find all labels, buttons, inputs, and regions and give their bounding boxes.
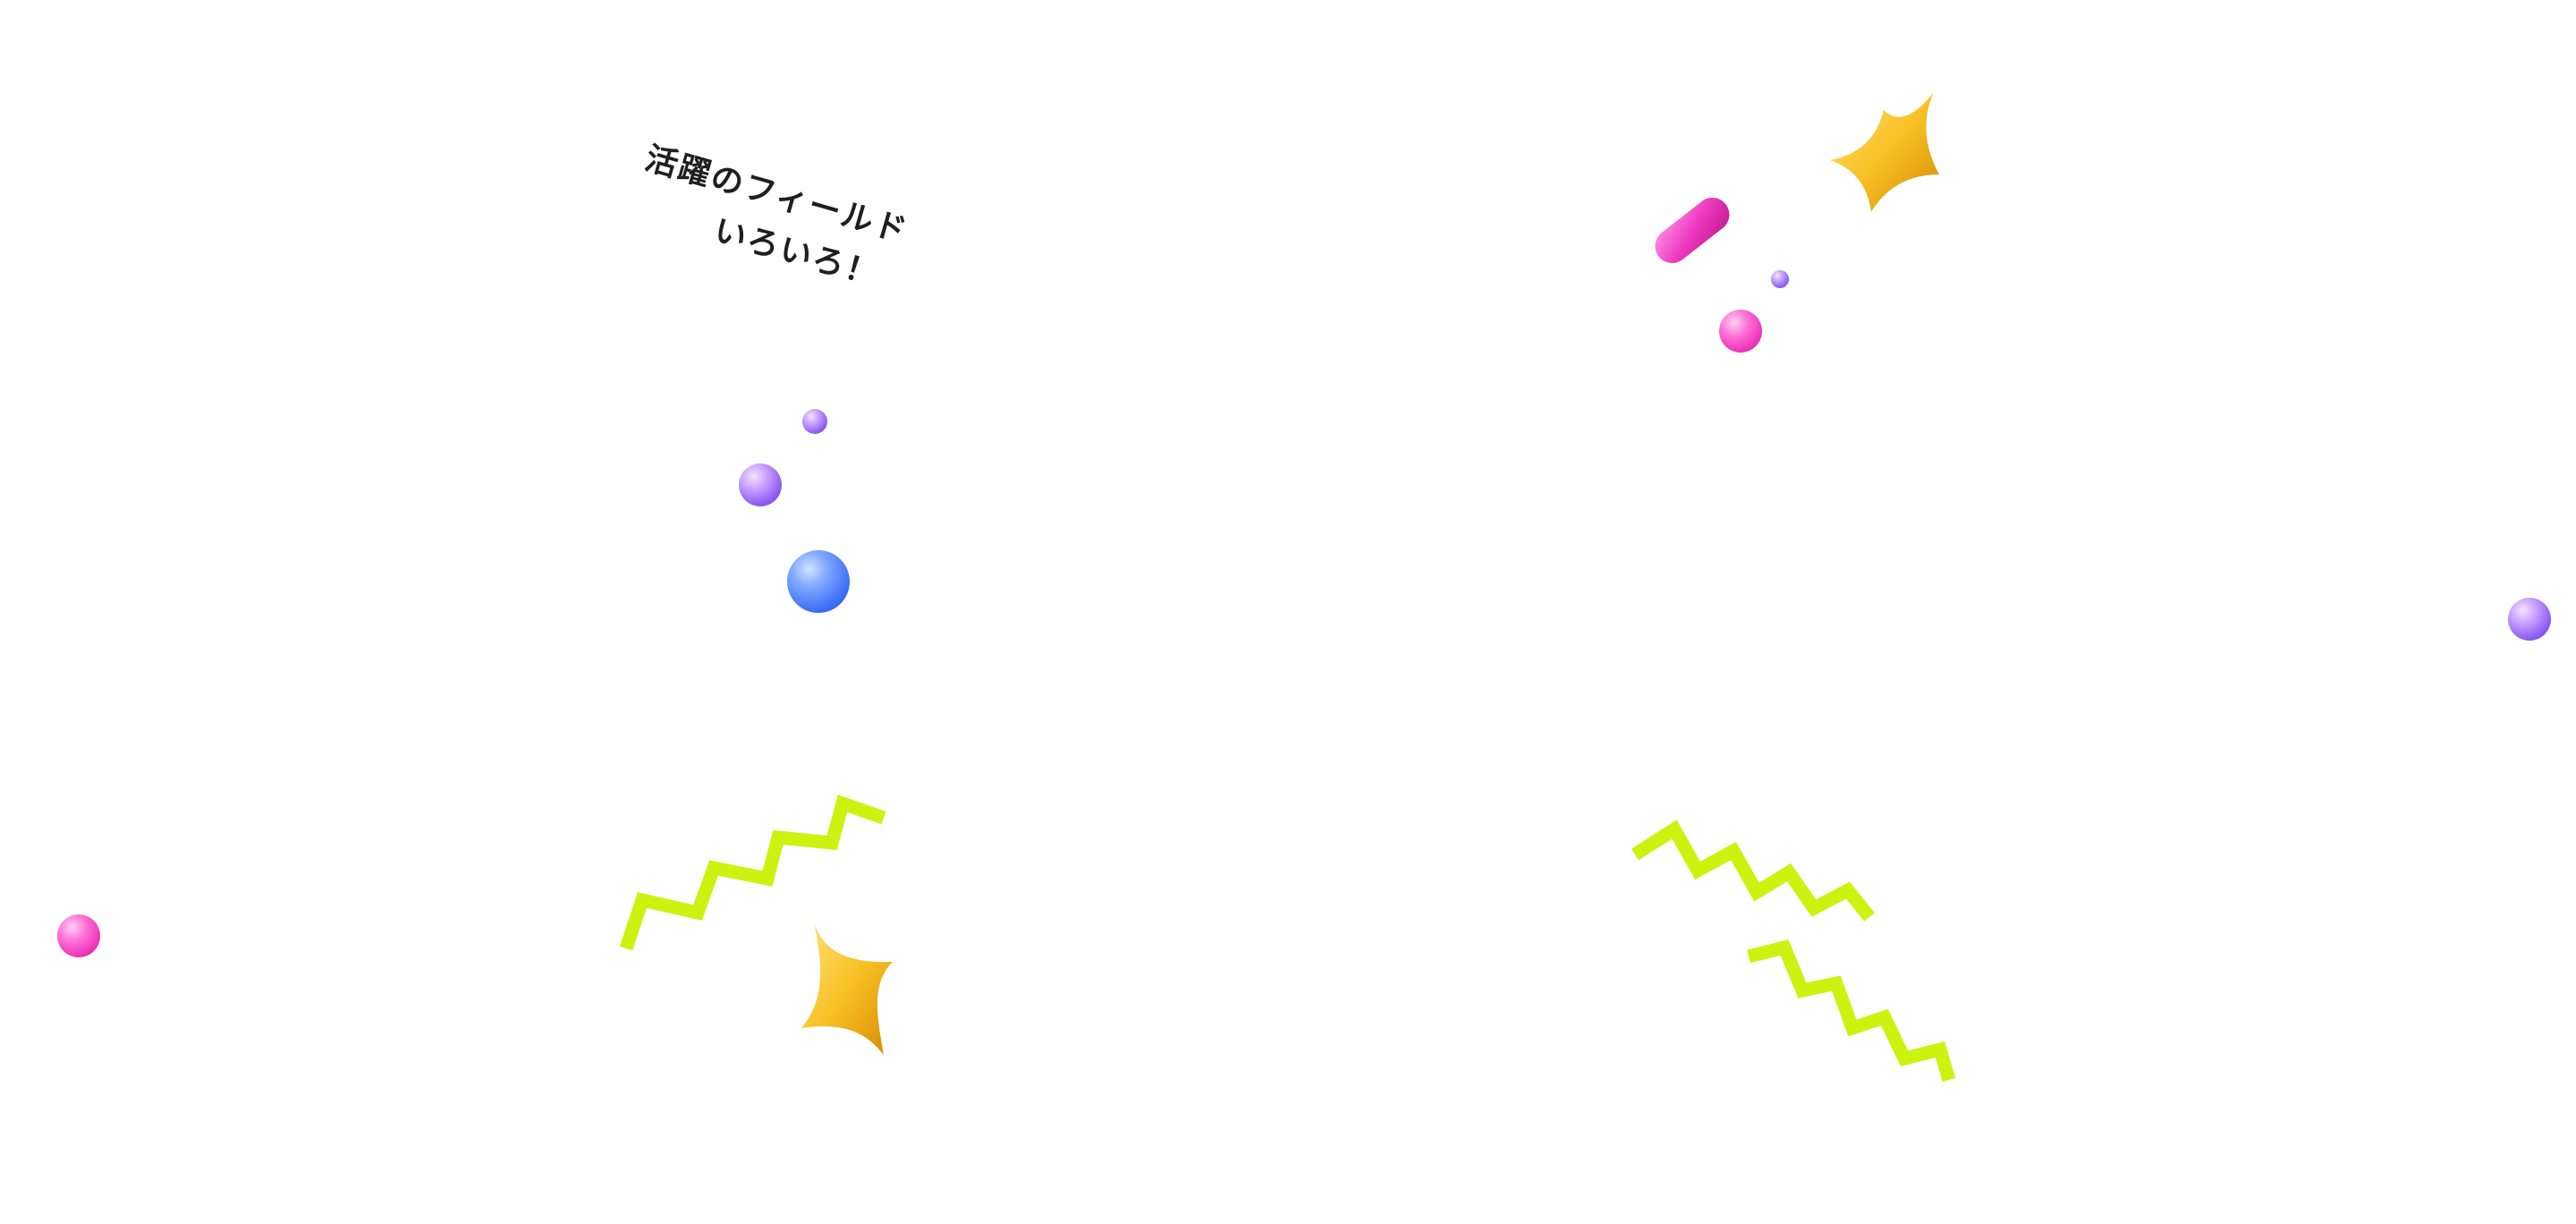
- purple-ball-icon: [2508, 598, 2551, 641]
- zigzag-icon: [1631, 820, 1875, 922]
- headline: 活躍のフィールド いろいろ！: [625, 134, 936, 312]
- pink-pill-icon: [1655, 197, 1730, 264]
- zigzag-icon: [619, 795, 886, 951]
- zigzag-icon: [1747, 939, 1956, 1083]
- small-purple-ball-icon: [1771, 270, 1789, 288]
- star-icon: [801, 922, 893, 1055]
- small-purple-ball-icon: [802, 409, 827, 434]
- star-icon: [1830, 92, 1939, 212]
- purple-ball-icon: [739, 463, 782, 506]
- pink-ball-icon: [57, 914, 100, 957]
- pink-ball-icon: [1719, 310, 1762, 353]
- blue-ball-icon: [787, 550, 850, 613]
